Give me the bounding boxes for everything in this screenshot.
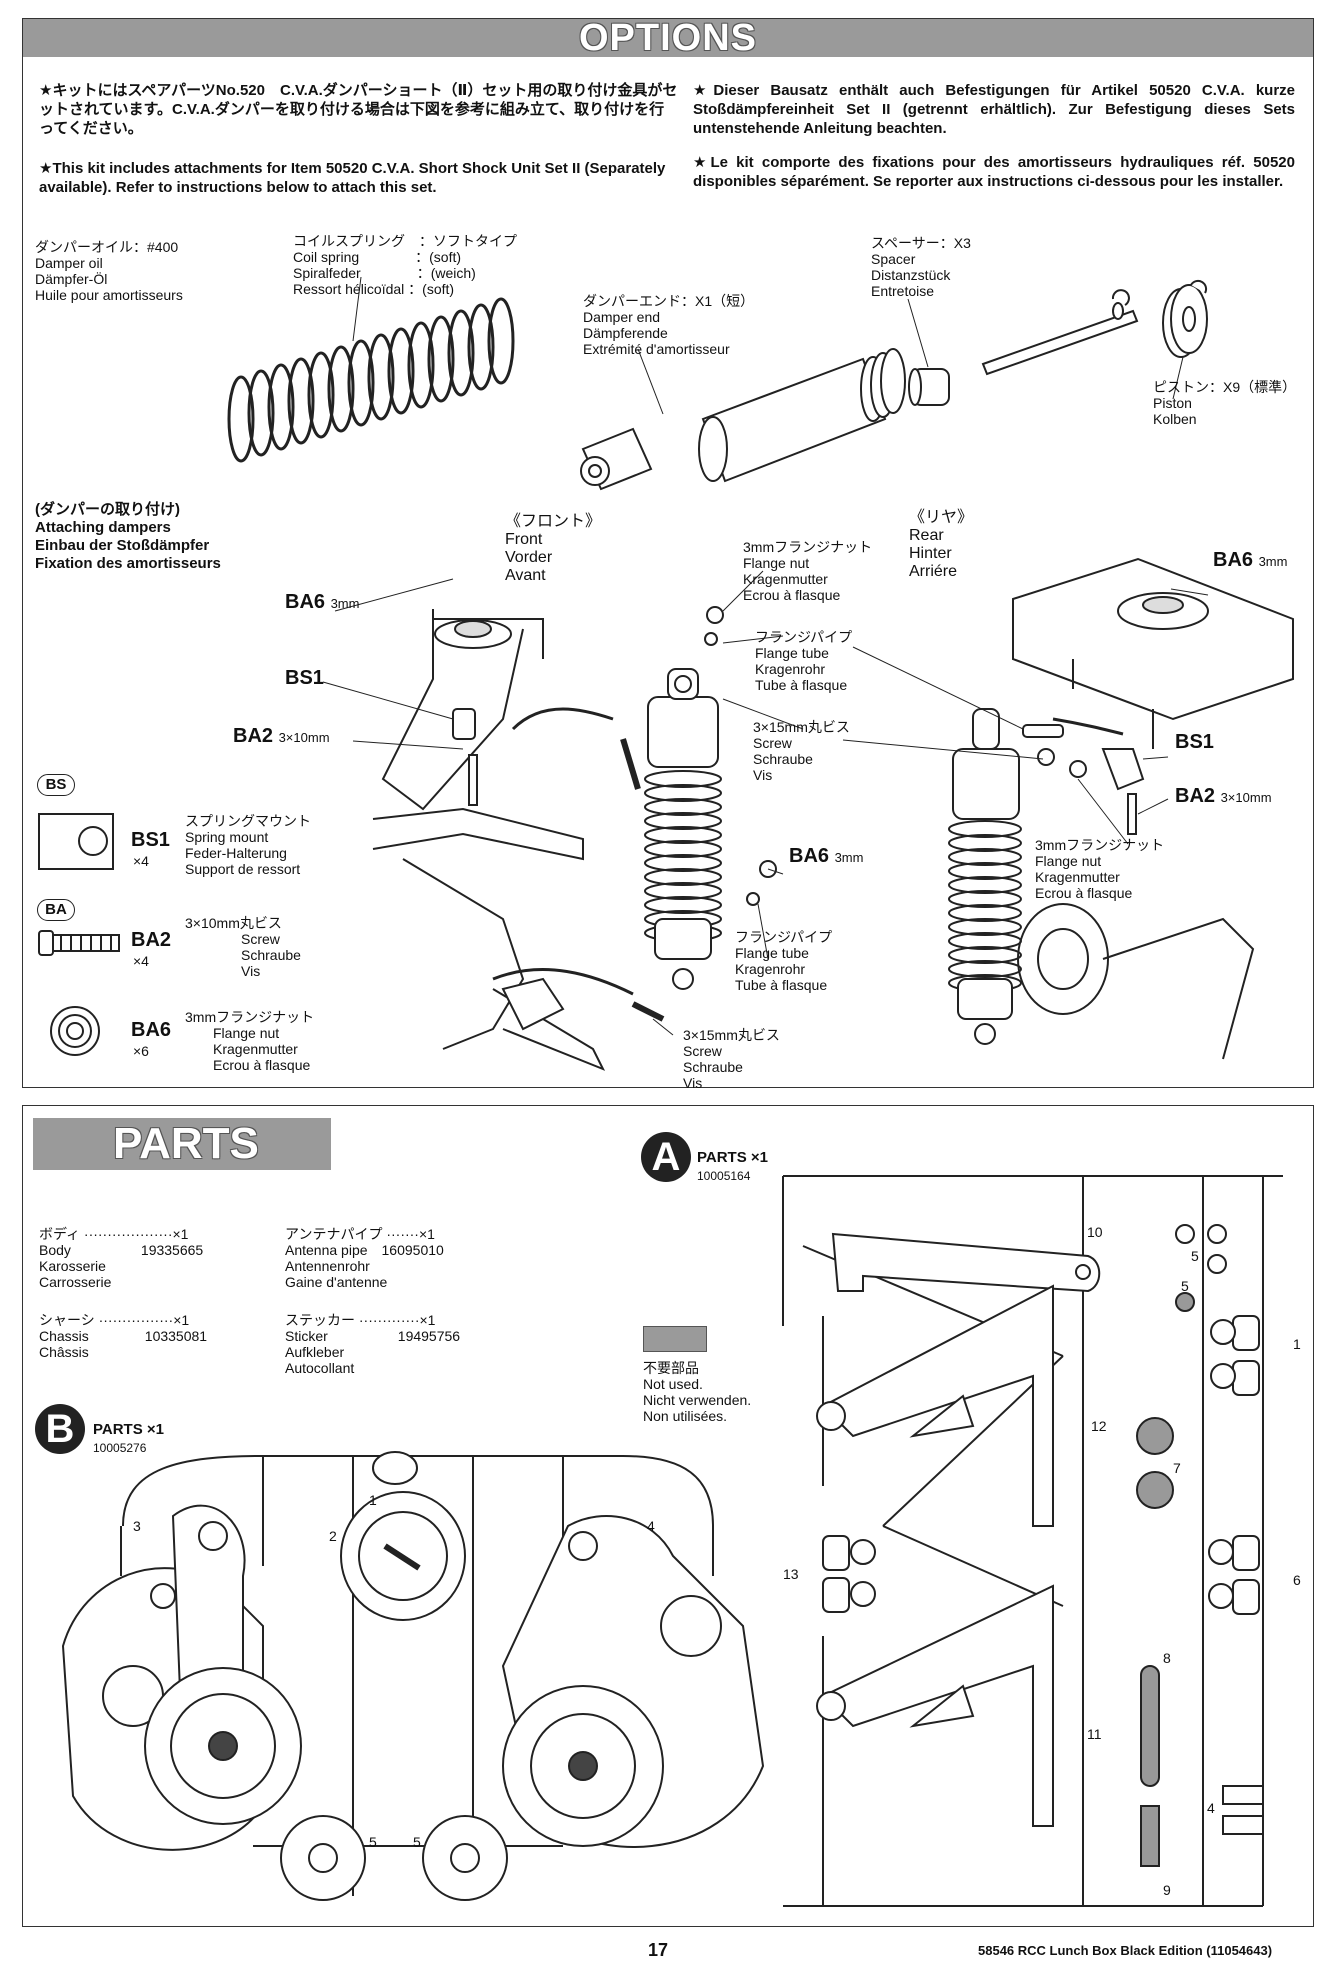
ba6-desc: 3mmフランジナット Flange nut Kragenmutter Ecrou…	[185, 1009, 315, 1073]
tree-b-badge: B	[35, 1404, 85, 1454]
part-a-11: 11	[1087, 1726, 1102, 1742]
part-b-4: 4	[647, 1518, 655, 1534]
sticker-entry: ステッカー ·············×1 Sticker 19495756 A…	[285, 1312, 461, 1376]
bs1-code: BS1	[131, 829, 170, 851]
part-b-1: 1	[369, 1492, 377, 1508]
ba2-qty: ×4	[133, 953, 149, 969]
ba6-code: BA6	[131, 1019, 172, 1041]
part-a-10: 10	[1087, 1224, 1103, 1240]
note-jp: ★キットにはスペアパーツNo.520 C.V.A.ダンパーショート（Ⅱ）セット用…	[39, 82, 678, 137]
damper-body-drawing	[698, 348, 906, 483]
flange-nut-label-a: 3mmフランジナット Flange nut Kragenmutter Ecrou…	[743, 539, 873, 603]
options-banner-bar	[23, 19, 1313, 57]
ba2-desc: 3×10mm丸ビス Screw Schraube Vis	[185, 915, 301, 979]
tree-b-title: PARTS ×1	[93, 1421, 164, 1438]
parts-trees-illustration	[61, 1175, 1283, 1907]
shaft-drawing	[981, 302, 1139, 376]
ba6-qty: ×6	[133, 1043, 149, 1059]
part-a-5b: 5	[1181, 1278, 1189, 1294]
part-b-3: 3	[133, 1518, 141, 1534]
damper-end-drawing	[580, 427, 653, 491]
part-a-1: 1	[1293, 1336, 1301, 1352]
part-a-6: 6	[1293, 1572, 1301, 1588]
rear-damper-drawing	[948, 708, 1087, 1045]
front-label: 《フロント》 Front Vorder Avant	[505, 513, 602, 584]
callout-ba2-front: BA2 3×10mm	[233, 725, 330, 747]
not-used-label: 不要部品 Not used. Nicht verwenden. Non util…	[643, 1360, 752, 1424]
note-fr: ★Le kit comporte des fixations pour des …	[693, 154, 1295, 190]
rear-label: 《リヤ》 Rear Hinter Arriére	[909, 509, 974, 580]
spacer-drawing	[908, 368, 950, 406]
callout-ba6-front: BA6 3mm	[285, 591, 360, 613]
callout-ba6-rear: BA6 3mm	[1213, 549, 1288, 571]
part-a-7: 7	[1173, 1460, 1181, 1476]
coil-spring-drawing	[227, 297, 515, 463]
front-assembly-drawing	[372, 609, 634, 1071]
bs1-desc: スプリングマウント Spring mount Feder-Halterung S…	[185, 813, 311, 877]
page-number: 17	[648, 1940, 669, 1960]
bs1-qty: ×4	[133, 853, 149, 869]
callout-bs1-front: BS1	[285, 667, 324, 689]
part-a-9: 9	[1163, 1882, 1171, 1898]
part-b-5b: 5	[413, 1834, 421, 1850]
piston-label: ピストン：X9（標準） Piston Kolben	[1153, 379, 1297, 427]
part-b-5a: 5	[369, 1834, 377, 1850]
part-b-2: 2	[329, 1528, 337, 1544]
flange-tube-label-b: フランジパイプ Flange tube Kragenrohr Tube à fl…	[735, 929, 833, 993]
front-damper-drawing	[620, 606, 777, 1022]
bag-bs-tag: BS	[37, 774, 75, 796]
callout-bs1-rear: BS1	[1175, 731, 1214, 753]
parts-banner: PARTS	[33, 1118, 331, 1170]
tree-b-drawing	[61, 1451, 765, 1901]
piston-drawing	[1111, 279, 1208, 358]
attaching-dampers-label: (ダンパーの取り付け) Attaching dampers Einbau der…	[35, 501, 221, 572]
coil-spring-label: コイルスプリング ：ソフトタイプ Coil spring ：(soft) Spi…	[293, 233, 517, 297]
screw-label-a: 3×15mm丸ビス Screw Schraube Vis	[753, 719, 850, 783]
flange-nut-label-b: 3mmフランジナット Flange nut Kragenmutter Ecrou…	[1035, 837, 1165, 901]
note-de: ★Dieser Bausatz enthält auch Befestigung…	[693, 82, 1295, 137]
tree-a-badge: A	[641, 1132, 691, 1182]
part-a-13: 13	[783, 1566, 799, 1582]
screw-label-b: 3×15mm丸ビス Screw Schraube Vis	[683, 1027, 780, 1091]
antenna-entry: アンテナパイプ ·······×1 Antenna pipe 16095010 …	[285, 1226, 444, 1290]
bag-ba-tag: BA	[37, 899, 75, 921]
option-parts-illustration	[38, 276, 1294, 1071]
damper-end-label: ダンパーエンド：X1（短） Damper end Dämpferende Ext…	[583, 293, 755, 357]
tree-a-code: 10005164	[697, 1169, 751, 1183]
parts-panel: PARTS ボディ ···················×1 Body 193…	[22, 1105, 1314, 1927]
rear-assembly-drawing	[1012, 557, 1294, 1060]
footer-title: 58546 RCC Lunch Box Black Edition (11054…	[978, 1943, 1273, 1958]
tree-a-title: PARTS ×1	[697, 1149, 768, 1166]
callout-ba2-rear: BA2 3×10mm	[1175, 785, 1272, 807]
options-panel: OPTIONS ★キットにはスペアパーツNo.520 C.V.A.ダンパーショー…	[22, 17, 1314, 1091]
callout-ba6-mid: BA6 3mm	[789, 845, 864, 867]
tree-a-drawing	[782, 1175, 1283, 1907]
body-entry: ボディ ···················×1 Body 19335665 …	[39, 1226, 204, 1290]
chassis-entry: シャーシ ················×1 Chassis 10335081…	[39, 1312, 208, 1360]
damper-oil-label: ダンパーオイル：#400 Damper oil Dämpfer-Öl Huile…	[35, 239, 183, 303]
tree-b-code: 10005276	[93, 1441, 147, 1455]
part-a-8: 8	[1163, 1650, 1171, 1666]
ba2-code: BA2	[131, 929, 172, 951]
part-a-4: 4	[1207, 1800, 1215, 1816]
options-banner: OPTIONS	[578, 17, 758, 59]
bag-parts-drawing	[38, 813, 120, 1056]
part-a-5a: 5	[1191, 1248, 1199, 1264]
part-a-12: 12	[1091, 1418, 1107, 1434]
flange-tube-label-a: フランジパイプ Flange tube Kragenrohr Tube à fl…	[755, 629, 853, 693]
not-used-swatch	[643, 1326, 707, 1352]
note-en: ★This kit includes attachments for Item …	[39, 160, 666, 196]
spacer-label: スペーサー：X3 Spacer Distanzstück Entretoise	[871, 235, 971, 299]
